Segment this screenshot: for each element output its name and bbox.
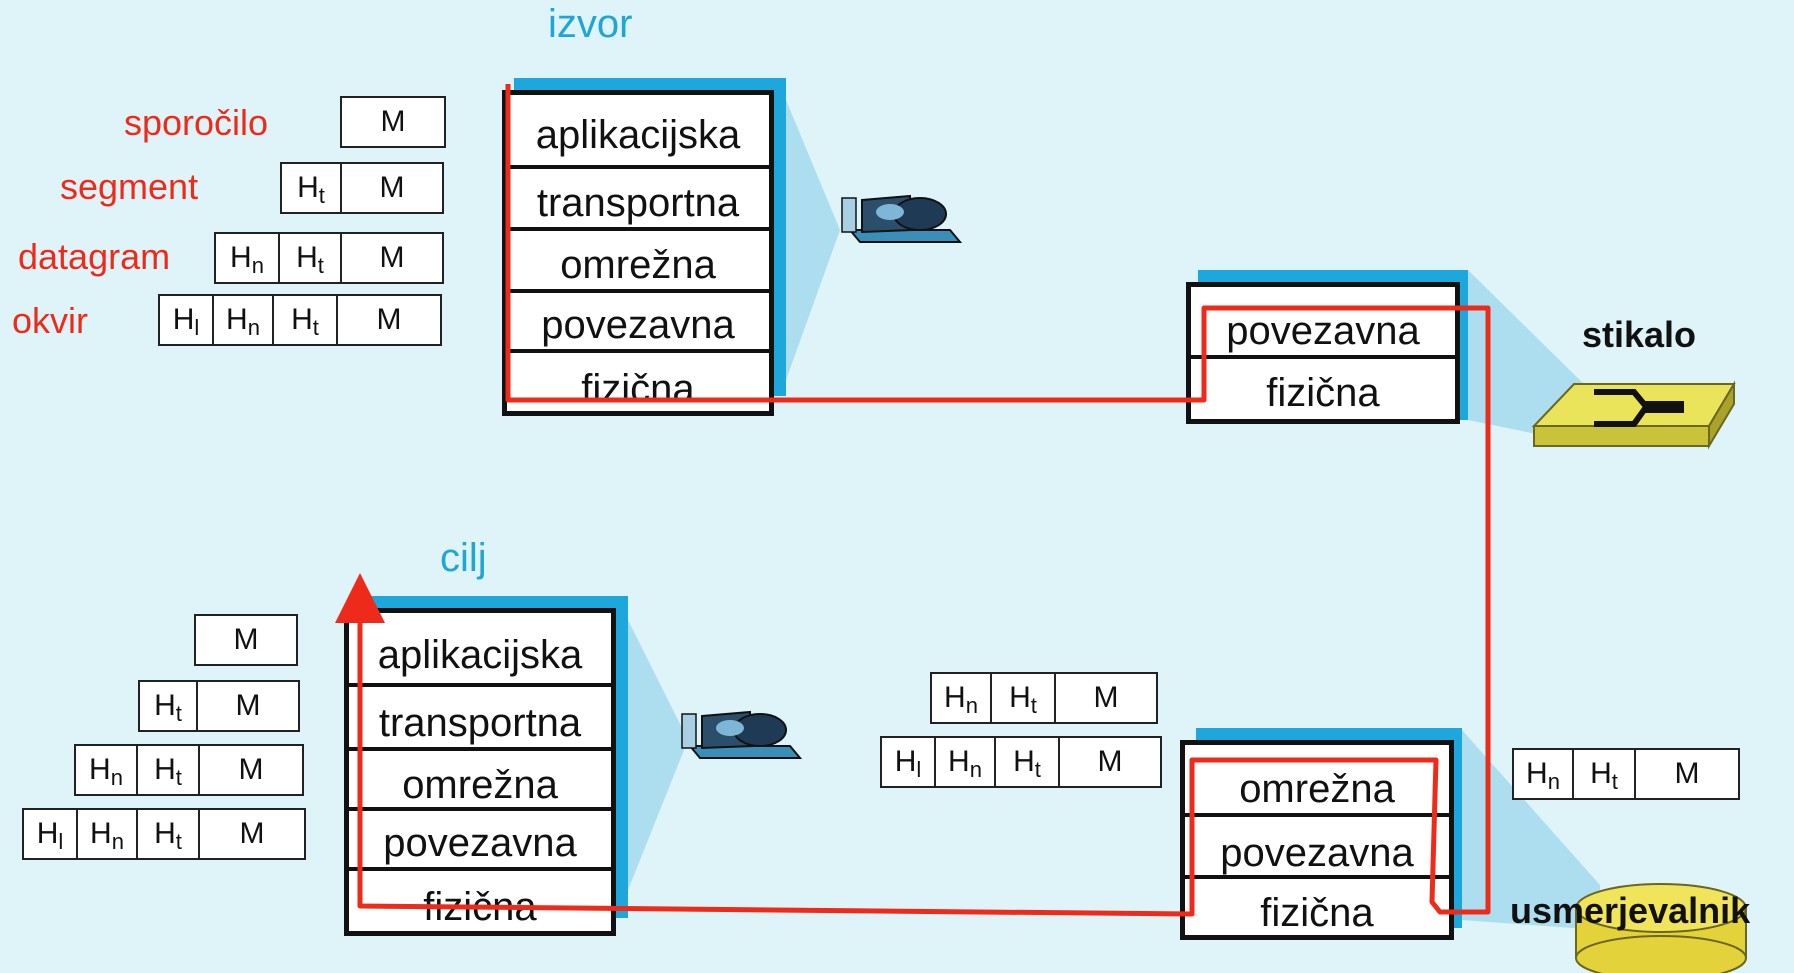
label-frame: okvir — [12, 300, 89, 341]
switch-layer-link: povezavna — [1226, 309, 1420, 353]
payload-cell: M — [1056, 672, 1158, 724]
payload-cell: M — [194, 614, 298, 666]
destination-beam — [628, 620, 688, 890]
source-host-icon — [841, 194, 963, 243]
destination-protocol-stack: aplikacijska transportna omrežna povezav… — [344, 608, 616, 936]
payload-cell: M — [342, 162, 444, 214]
payload-cell: M — [342, 232, 444, 284]
router-layer-link: povezavna — [1185, 813, 1449, 875]
payload-cell: M — [200, 808, 306, 860]
destination-host-icon — [681, 710, 803, 759]
destination-layer-application: aplikacijska — [377, 633, 583, 677]
payload-cell: M — [198, 680, 300, 732]
label-datagram: datagram — [18, 236, 171, 277]
router-layer-physical: fizična — [1185, 875, 1449, 937]
router-beam — [1462, 730, 1600, 930]
dest-packet-message: M — [194, 614, 298, 666]
payload-cell: M — [1636, 748, 1740, 800]
switch-label: stikalo — [1582, 314, 1697, 355]
packet-message: M — [340, 96, 446, 148]
source-title: izvor — [548, 2, 633, 46]
destination-layer-transport: transportna — [349, 683, 611, 747]
source-layer-link: povezavna — [507, 289, 769, 349]
router-icon — [1575, 883, 1747, 973]
source-beam — [786, 100, 840, 380]
payload-cell: M — [340, 96, 446, 148]
router-label: usmerjevalnik — [1510, 890, 1751, 931]
destination-layer-link: povezavna — [349, 807, 611, 867]
payload-cell: M — [338, 294, 442, 346]
switch-icon — [1531, 380, 1736, 450]
destination-title: cilj — [440, 536, 487, 580]
source-layer-network: omrežna — [507, 227, 769, 289]
payload-cell: M — [200, 744, 304, 796]
source-layer-application: aplikacijska — [535, 113, 741, 157]
router-layer-network: omrežna — [1239, 767, 1395, 811]
payload-cell: M — [1060, 736, 1162, 788]
source-layer-transport: transportna — [507, 165, 769, 227]
destination-layer-network: omrežna — [349, 747, 611, 807]
data-path-line — [335, 84, 1491, 917]
source-protocol-stack: aplikacijska transportna omrežna povezav… — [502, 90, 774, 416]
switch-layer-physical: fizična — [1191, 355, 1455, 419]
router-protocol-stack: omrežna povezavna fizična — [1180, 740, 1454, 940]
label-segment: segment — [60, 166, 199, 207]
label-message: sporočilo — [124, 102, 269, 143]
